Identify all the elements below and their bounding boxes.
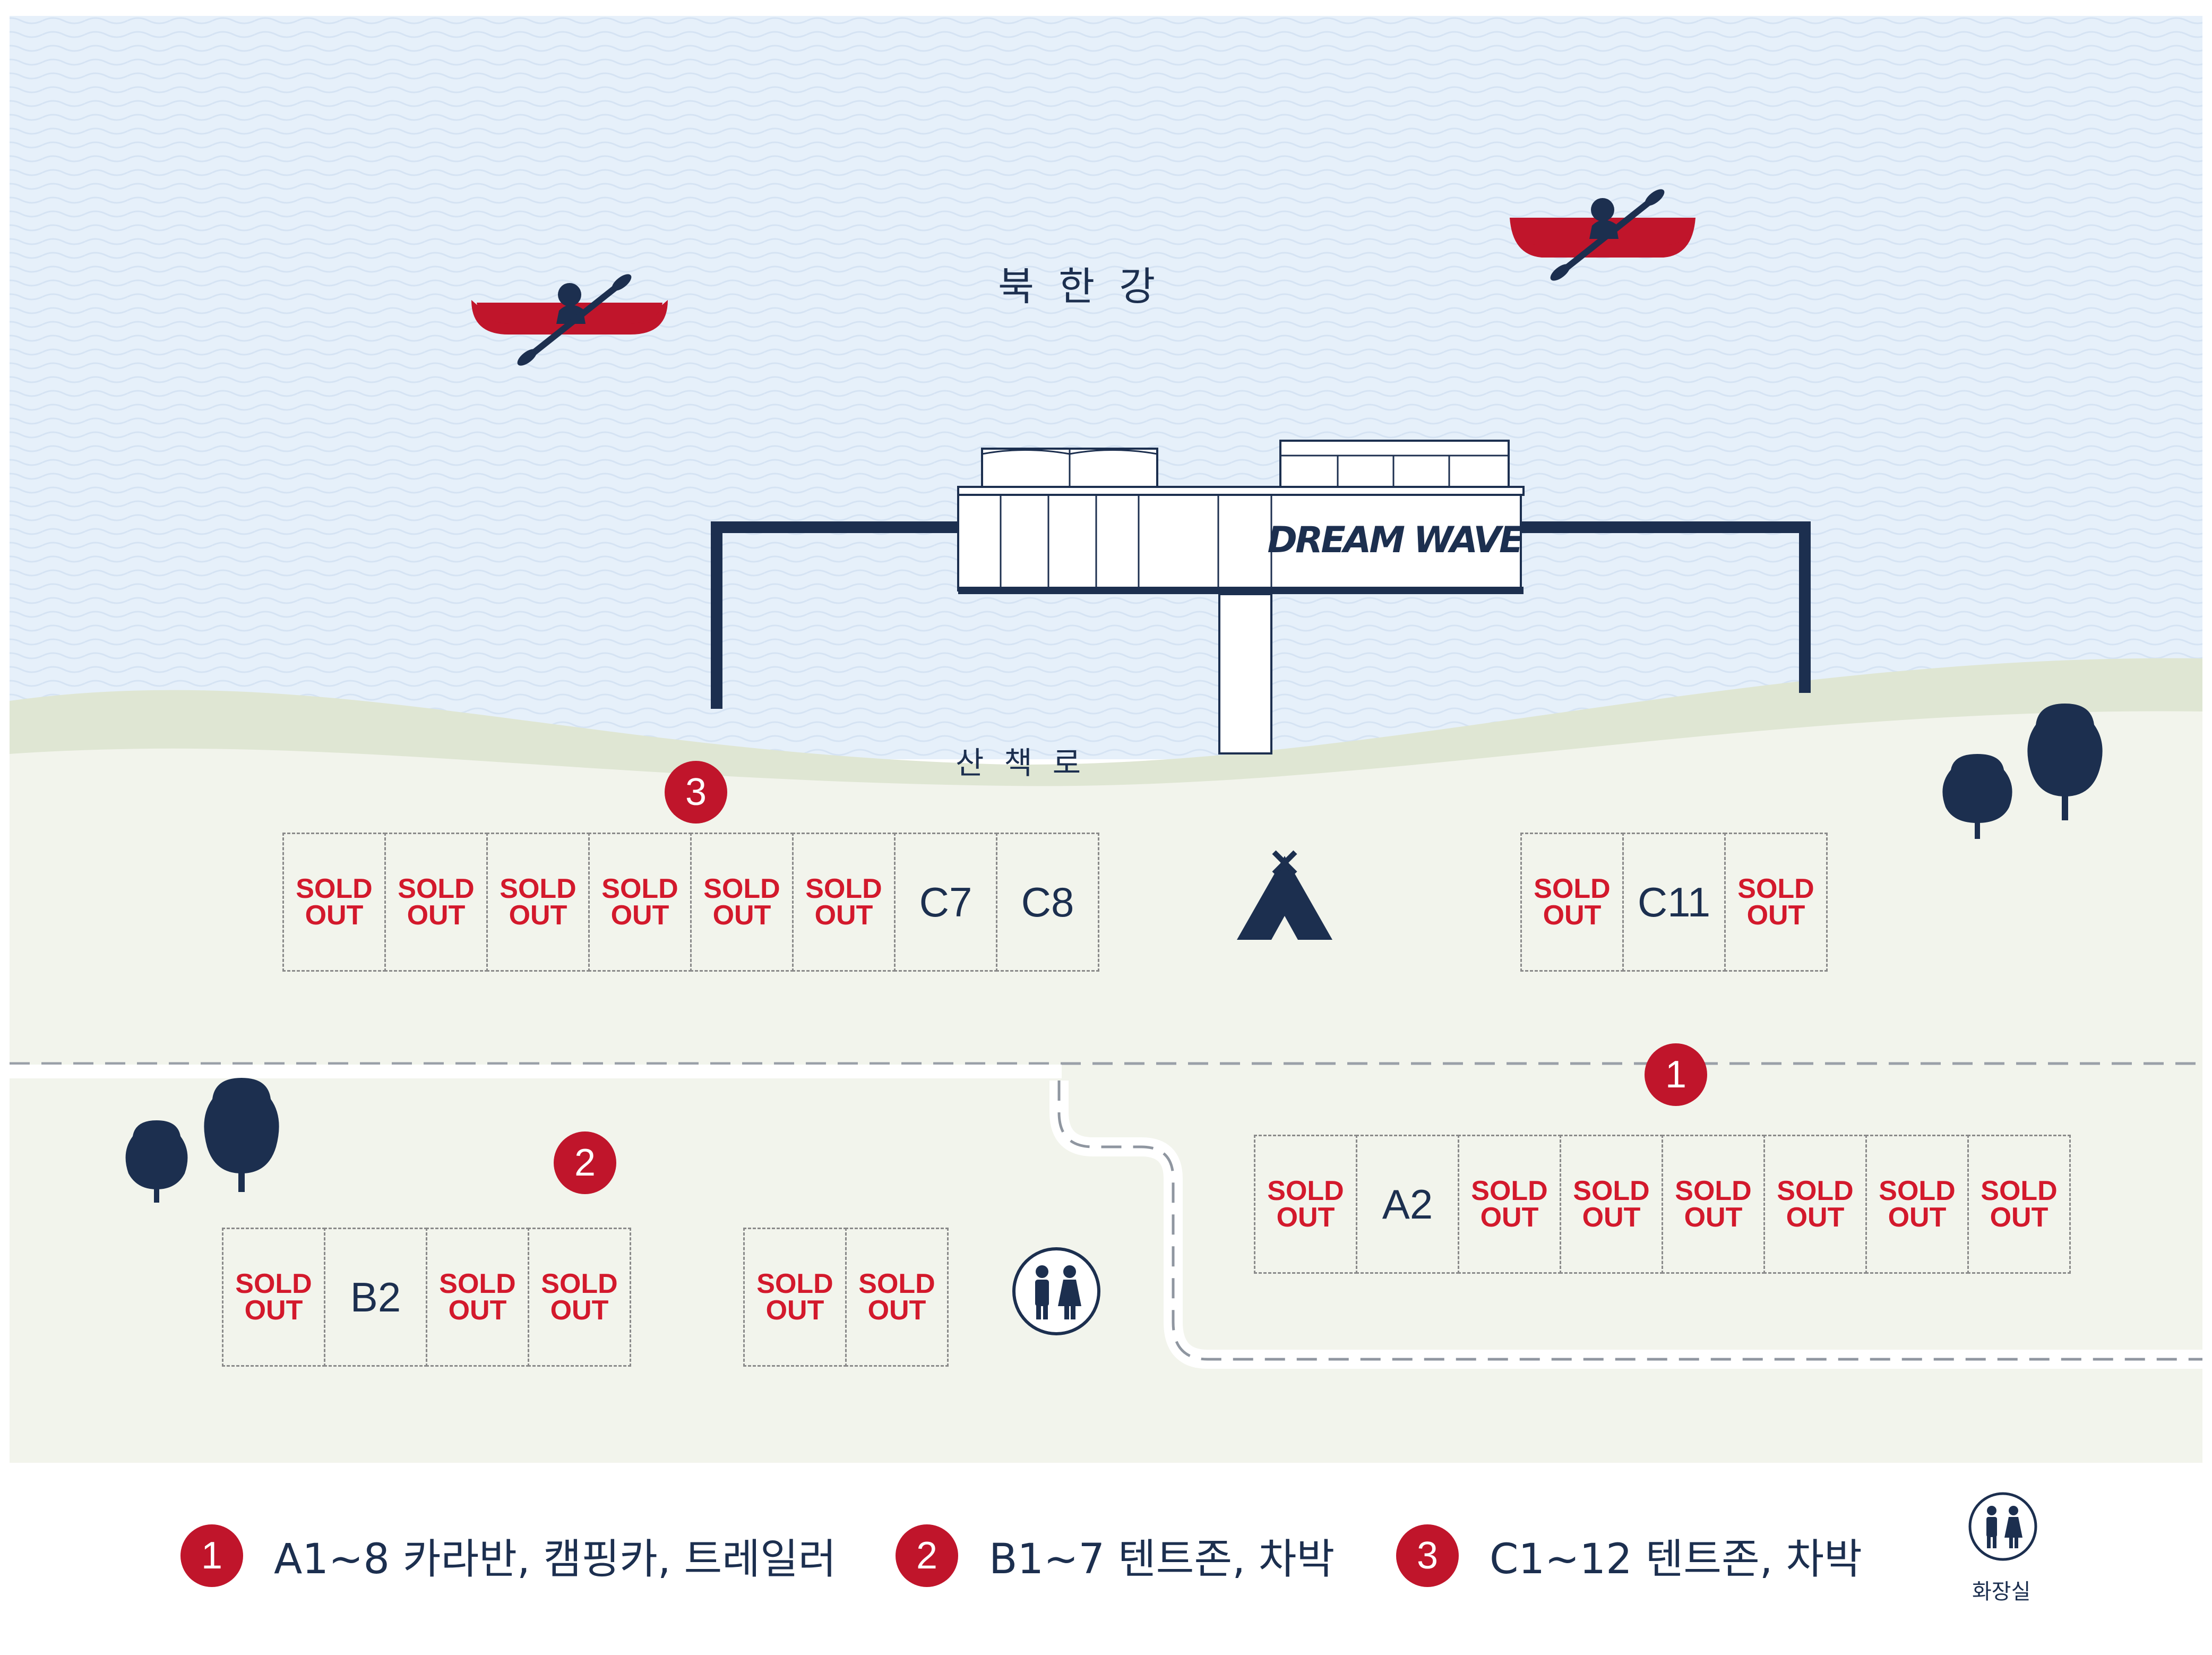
kayak-icon xyxy=(471,274,668,366)
legend-label: C1~12 텐트존, 차박 xyxy=(1490,1536,1862,1583)
zone-2-marker: 2 xyxy=(554,1131,616,1194)
zone-1-marker: 1 xyxy=(1645,1043,1707,1106)
land-upper xyxy=(10,668,2202,1062)
legend-label: B1~7 텐트존, 차박 xyxy=(989,1536,1335,1583)
shore-band xyxy=(10,658,2202,786)
legend-label: A1~8 카라반, 캠핑카, 트레일러 xyxy=(274,1536,837,1583)
campsite[interactable]: C7 xyxy=(894,833,997,972)
tree-icon xyxy=(204,1078,279,1192)
restroom-icon xyxy=(1012,1247,1100,1335)
campsite[interactable]: B2 xyxy=(324,1228,427,1367)
legend-number: 2 xyxy=(896,1524,958,1587)
legend-number: 1 xyxy=(180,1524,243,1587)
restroom-icon xyxy=(1968,1492,2037,1561)
legend-item-zone-2: 2 B1~7 텐트존, 차박 xyxy=(896,1524,1335,1587)
building-sign: DREAM WAVE xyxy=(1268,519,1524,561)
tree-icon xyxy=(125,1120,188,1203)
land-lower xyxy=(10,1062,2202,1463)
zone-3-marker: 3 xyxy=(665,761,727,824)
kayak-icon xyxy=(1510,189,1695,281)
campsite[interactable]: C8 xyxy=(996,833,1099,972)
dreamwave-building: DREAM WAVE xyxy=(711,440,1811,754)
tree-icon xyxy=(2027,704,2103,820)
legend-number: 3 xyxy=(1396,1524,1459,1587)
river-label: 북한강 xyxy=(998,264,1180,310)
tent-icon xyxy=(1237,850,1332,940)
legend-item-zone-3: 3 C1~12 텐트존, 차박 xyxy=(1396,1524,1862,1587)
walking-path-label: 산책로 xyxy=(956,745,1101,781)
restroom-label: 화장실 xyxy=(1972,1580,2031,1604)
tree-icon xyxy=(1942,754,2012,839)
campsite[interactable]: A2 xyxy=(1356,1135,1459,1274)
campsite[interactable]: C11 xyxy=(1622,833,1726,972)
legend-item-zone-1: 1 A1~8 카라반, 캠핑카, 트레일러 xyxy=(180,1524,837,1587)
